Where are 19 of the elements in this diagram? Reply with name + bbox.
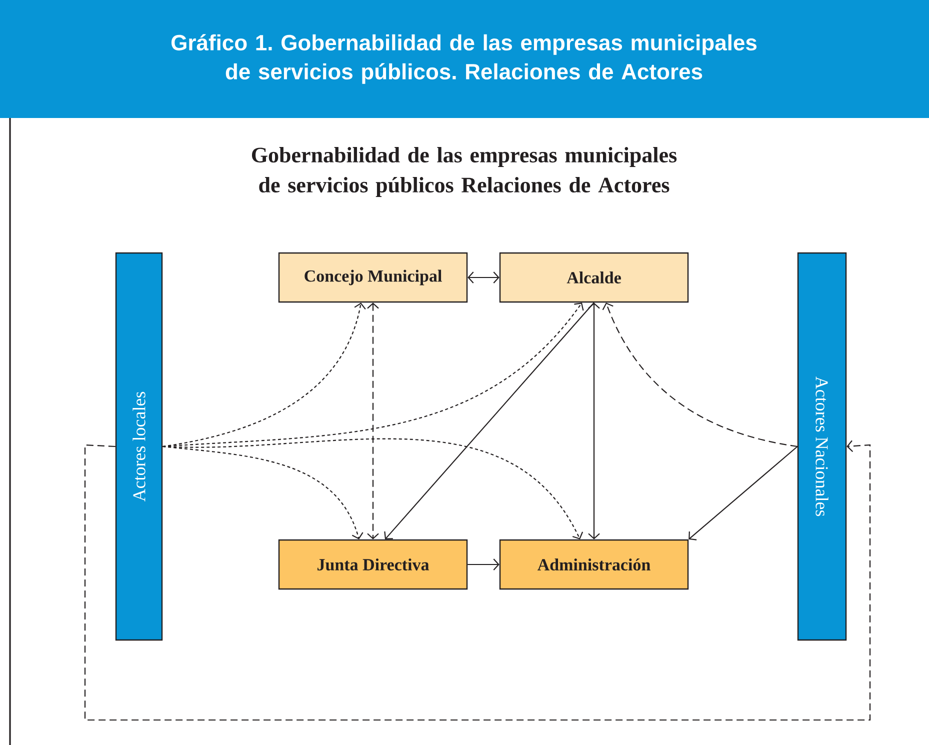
process-box: Administración [499,539,689,590]
vertical-bar: Actores locales [115,252,163,641]
arrow [84,440,871,721]
arrow [468,558,500,570]
vertical-bar: Actores Nacionales [797,252,847,641]
subtitle-text: Gobernabilidad de las empresas municipales de servicios públicos Relaciones de Actores [252,147,677,197]
process-box: Alcalde [499,252,689,303]
arrow [384,302,594,540]
arrow [162,446,364,540]
arrow [588,302,600,540]
arrow [602,302,798,448]
arrow [162,302,366,448]
arrow [162,438,584,540]
process-box: Junta Directiva [278,539,468,590]
arrow [688,446,798,540]
arrow [367,302,379,540]
header-title: Gráfico 1. Gobernabilidad de las empresas municipales de servicios públicos. Relaciones de Actores [171,34,757,84]
process-box: Concejo Municipal [278,252,468,303]
arrow [468,272,500,284]
